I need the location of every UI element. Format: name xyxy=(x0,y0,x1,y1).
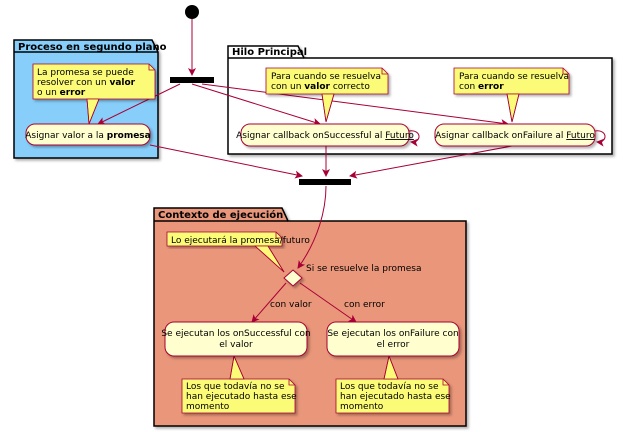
fork-bar xyxy=(170,77,214,83)
edge-fork-to-assign xyxy=(97,83,181,125)
branch-label-error: con error xyxy=(344,300,385,310)
edge-fork-to-success-cb xyxy=(191,83,321,126)
note-failure-cb: Para cuando se resuelva con error xyxy=(453,67,570,123)
note-promise-line1: La promesa se puede xyxy=(37,68,134,78)
edge-fork-to-failure-cb xyxy=(201,83,509,128)
activity-exec-success: Se ejecutan los onSuccessful con el valo… xyxy=(161,321,311,357)
note-success-cb-line2: con un valor correcto xyxy=(271,82,370,92)
note-pending-success-line3: momento xyxy=(186,402,230,412)
partition-main-thread-title: Hilo Principal xyxy=(232,47,307,58)
note-promise-line3: o un error xyxy=(37,88,86,98)
note-pending-success-line1: Los que todavía no se xyxy=(186,382,285,392)
note-pending-failure-line2: han ejecutado hasta ese xyxy=(340,392,451,402)
activity-exec-failure-line1: Se ejecutan los onFailure con xyxy=(327,329,458,339)
edge-failure-cb-to-join xyxy=(349,145,513,179)
note-executor-text: Lo ejecutará la promesa/futuro xyxy=(171,236,310,246)
note-pending-failure-line3: momento xyxy=(340,402,384,412)
note-executor: Lo ejecutará la promesa/futuro xyxy=(166,231,310,273)
activity-assign-value: Asignar valor a la promesa xyxy=(25,123,151,146)
svg-text:Asignar callback onSuccessful: Asignar callback onSuccessful al Futuro xyxy=(236,131,414,141)
edge-decision-to-exec-failure xyxy=(299,282,357,323)
note-pending-failure: Los que todavía no se han ejecutado hast… xyxy=(335,354,451,414)
edge-assign-to-join xyxy=(149,144,303,179)
edge-join-to-decision xyxy=(297,185,327,269)
note-failure-cb-line2: con error xyxy=(459,82,504,92)
join-bar xyxy=(299,179,351,185)
partition-background-title: Proceso en segundo plano xyxy=(18,42,167,53)
edge-failure-cb-self xyxy=(594,130,606,147)
note-pending-success-line2: han ejecutado hasta ese xyxy=(186,392,297,402)
activity-exec-failure: Se ejecutan los onFailure con el error xyxy=(326,321,460,357)
note-promise: La promesa se puede resolver con un valo… xyxy=(32,63,156,125)
note-success-cb-line1: Para cuando se resuelva xyxy=(271,72,381,82)
note-pending-failure-line1: Los que todavía no se xyxy=(340,382,439,392)
activity-callback-success: Asignar callback onSuccessful al Futuro xyxy=(236,123,414,147)
svg-text:Asignar callback onFailure al: Asignar callback onFailure al Futuro xyxy=(435,131,595,141)
branch-label-value: con valor xyxy=(270,300,312,310)
edges xyxy=(97,19,606,323)
start-node xyxy=(185,5,199,19)
activity-exec-failure-line2: el error xyxy=(377,340,410,350)
note-promise-line2: resolver con un valor xyxy=(37,78,136,88)
note-success-cb: Para cuando se resuelva con un valor cor… xyxy=(265,67,389,123)
activity-callback-failure: Asignar callback onFailure al Futuro xyxy=(434,123,596,147)
svg-text:Asignar valor a la promesa: Asignar valor a la promesa xyxy=(25,131,151,141)
decision-diamond xyxy=(283,269,303,287)
note-failure-cb-line1: Para cuando se resuelva xyxy=(459,72,569,82)
decision-label: Si se resuelve la promesa xyxy=(306,264,421,274)
activity-exec-success-line1: Se ejecutan los onSuccessful con xyxy=(161,329,310,339)
partition-execution-title: Contexto de ejecución xyxy=(158,209,283,221)
edge-decision-to-exec-success xyxy=(251,282,287,323)
edge-success-cb-self xyxy=(408,130,420,147)
activity-exec-success-line2: el valor xyxy=(219,340,253,350)
note-pending-success: Los que todavía no se han ejecutado hast… xyxy=(181,354,297,414)
